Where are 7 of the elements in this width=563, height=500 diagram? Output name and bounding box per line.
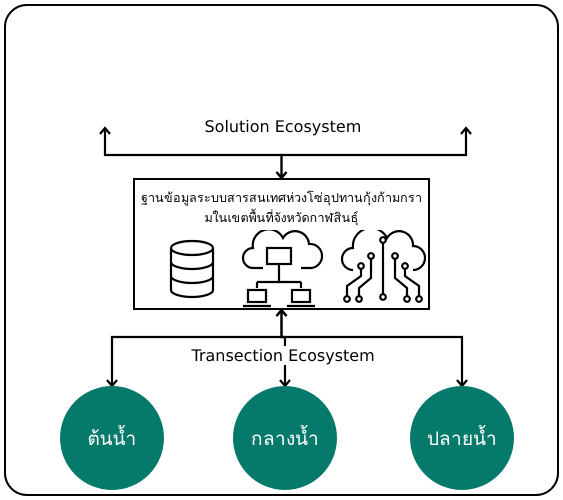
stage-label: ต้นน้ำ	[88, 423, 136, 453]
stage-label: ปลายน้ำ	[427, 423, 497, 453]
arrow	[275, 126, 472, 180]
system-box	[133, 178, 430, 310]
stage-label: กลางน้ำ	[251, 423, 319, 453]
box-title: ฐานข้อมูลระบบสารสนเทศห่วงโซ่อุปทานกุ้งก้ามกรามในเขตพื้นที่จังหวัดกาฬสินธุ์	[141, 189, 422, 228]
arrow	[275, 308, 468, 388]
